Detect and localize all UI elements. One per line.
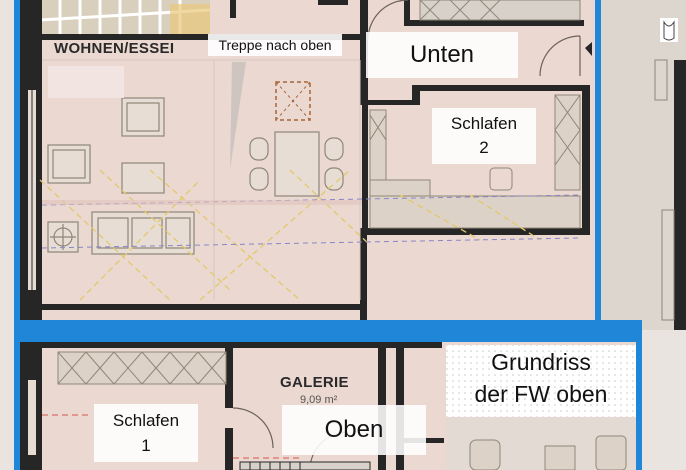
galerie-area: 9,09 m²	[300, 394, 338, 406]
room-label-schlafen-2: Schlafen 2	[432, 108, 536, 164]
floor-label-unten: Unten	[366, 32, 518, 78]
stair-ramp	[230, 62, 246, 170]
living-furniture	[47, 97, 195, 255]
schlafen-2-line2: 2	[479, 138, 489, 157]
grundriss-label-background	[446, 345, 636, 417]
room-label-schlafen-1: Schlafen 1	[94, 404, 198, 462]
floor-label-oben: Oben	[282, 405, 426, 455]
dining-set	[249, 131, 344, 197]
stair-opening	[275, 81, 311, 121]
adjacent-plan-details	[654, 18, 686, 330]
stair-label: Treppe nach oben	[208, 34, 342, 56]
grundriss-line2: der FW oben	[474, 381, 608, 407]
schlafen-2-line1: Schlafen	[450, 114, 518, 133]
floor-projection-lines	[39, 169, 541, 301]
bathroom-fixtures	[469, 435, 627, 470]
kitchen-units	[369, 94, 581, 229]
wardrobe-upper-floor	[57, 351, 227, 385]
adjacent-plan-strip	[600, 0, 686, 330]
schlafen-1-line1: Schlafen	[112, 411, 180, 430]
plan-title-grundriss: Grundriss der FW oben	[448, 346, 634, 414]
blue-frame	[14, 0, 642, 470]
room-label-galerie: GALERIE	[280, 374, 349, 391]
blurred-text-box	[48, 66, 124, 98]
schlafen-1-line2: 1	[141, 436, 151, 455]
room-label-wohnen-essen: WOHNEN/ESSEI	[54, 40, 175, 57]
door-arrow	[585, 42, 592, 56]
grundriss-line1: Grundriss	[491, 349, 591, 375]
